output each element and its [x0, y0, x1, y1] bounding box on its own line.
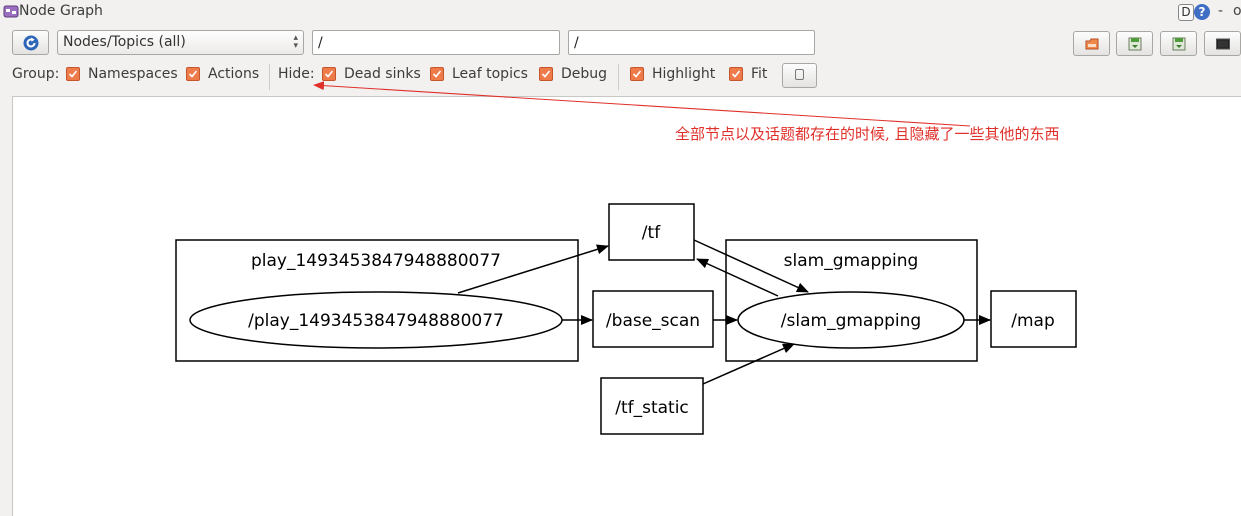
dead-sinks-checkbox[interactable]	[322, 67, 336, 81]
edge-tf-static-to-slam	[702, 343, 795, 385]
topic-label-base-scan: /base_scan	[606, 311, 700, 331]
topic-base-scan[interactable]	[592, 290, 714, 348]
highlight-label[interactable]: Highlight	[652, 66, 716, 82]
fit-label[interactable]: Fit	[751, 66, 768, 82]
topic-tf[interactable]	[608, 203, 695, 261]
hide-label: Hide:	[278, 66, 315, 82]
node-label-slam-gmapping: /slam_gmapping	[781, 311, 921, 331]
namespaces-checkbox[interactable]	[66, 67, 80, 81]
load-icon	[1085, 38, 1099, 50]
screenshot-icon	[1216, 38, 1230, 50]
close-button[interactable]: o	[1233, 3, 1241, 19]
actions-label[interactable]: Actions	[208, 66, 260, 82]
save-dot-icon	[1128, 37, 1142, 51]
namespaces-label[interactable]: Namespaces	[88, 66, 178, 82]
actions-checkbox[interactable]	[186, 67, 200, 81]
help-icon[interactable]: ?	[1194, 4, 1210, 20]
save-svg-icon	[1172, 37, 1186, 51]
debug-checkbox[interactable]	[539, 67, 553, 81]
node-label-play: /play_1493453847948880077	[248, 311, 504, 331]
namespace-box-slam	[725, 239, 978, 362]
namespace-label-slam: slam_gmapping	[784, 251, 919, 271]
fit-to-view-button[interactable]	[782, 63, 817, 88]
dead-sinks-label[interactable]: Dead sinks	[344, 66, 421, 82]
graph-type-value: Nodes/Topics (all)	[63, 34, 186, 50]
debug-label[interactable]: Debug	[561, 66, 608, 82]
topic-label-map: /map	[1011, 311, 1055, 331]
topic-map[interactable]	[990, 290, 1077, 348]
topic-label-tf: /tf	[642, 223, 661, 243]
topic-tf-static[interactable]	[600, 377, 704, 435]
edge-slam-to-tf	[696, 258, 779, 297]
highlight-checkbox[interactable]	[630, 67, 644, 81]
edge-tf-to-slam	[693, 239, 809, 293]
graph-type-select[interactable]: Nodes/Topics (all) ▴▾	[57, 30, 304, 55]
dock-button[interactable]: D	[1178, 4, 1194, 21]
leaf-topics-label[interactable]: Leaf topics	[452, 66, 528, 82]
save-svg-button[interactable]	[1160, 31, 1197, 56]
title-bar: Node Graph D ? - o	[0, 0, 1241, 24]
fit-icon	[795, 69, 804, 80]
separator	[618, 64, 619, 90]
namespace-label-play: play_1493453847948880077	[251, 251, 501, 271]
load-dot-button[interactable]	[1073, 31, 1110, 56]
annotation-text: 全部节点以及话题都存在的时候, 且隐藏了一些其他的东西	[675, 125, 1060, 143]
node-graph-app-icon	[3, 4, 19, 19]
separator	[269, 64, 270, 90]
save-dot-button[interactable]	[1116, 31, 1153, 56]
window-title: Node Graph	[19, 3, 103, 19]
refresh-button[interactable]	[12, 30, 49, 55]
namespace-box-play	[175, 239, 579, 362]
topic-label-tf-static: /tf_static	[615, 398, 689, 418]
refresh-icon	[23, 35, 39, 51]
topic-filter-input[interactable]	[568, 30, 815, 55]
edge-play-to-tf	[457, 244, 609, 294]
node-filter-input[interactable]	[312, 30, 560, 55]
annotation-arrow	[313, 81, 971, 127]
group-label: Group:	[12, 66, 60, 82]
fit-checkbox[interactable]	[729, 67, 743, 81]
leaf-topics-checkbox[interactable]	[430, 67, 444, 81]
minimize-button[interactable]: -	[1218, 3, 1224, 19]
save-image-button[interactable]	[1204, 31, 1241, 56]
select-arrows-icon: ▴▾	[293, 33, 298, 51]
